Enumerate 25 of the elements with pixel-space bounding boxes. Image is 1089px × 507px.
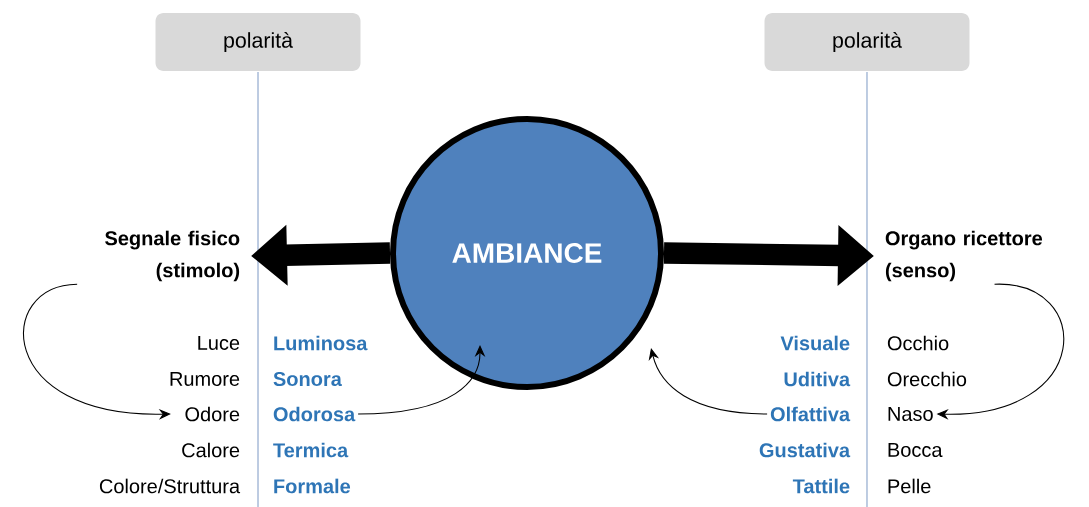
list-item: Uditiva [784, 371, 851, 387]
polarity-box: polarità [155, 13, 361, 71]
list-item: Odorosa [273, 406, 356, 422]
list-item: Luminosa [274, 335, 368, 351]
list-item: Tattile [792, 478, 850, 494]
polarity-box: polarità [764, 13, 970, 71]
list-item: Colore/Struttura [99, 478, 241, 494]
heading-text: Segnale fisico (stimolo) [105, 230, 240, 282]
list-item: Occhio [887, 335, 949, 351]
list-item: Gustativa [759, 442, 851, 458]
list-item: Visuale [780, 335, 850, 351]
list-item: Odore [185, 406, 240, 422]
list-item: Termica [273, 442, 349, 458]
list-item: Olfattiva [770, 406, 851, 422]
list-item: Calore [182, 442, 240, 458]
heading-text: Organo ricettore (senso) [885, 230, 1043, 282]
list-item: Pelle [888, 478, 931, 494]
list-item: Formale [274, 478, 351, 494]
list-item: Rumore [170, 372, 240, 386]
list-item: Bocca [888, 443, 943, 457]
list-item: Naso [888, 407, 933, 421]
arrow [648, 348, 768, 415]
list-item: Orecchio [887, 371, 967, 387]
list-item: Luce [198, 336, 240, 350]
list-item: Sonora [273, 371, 342, 387]
